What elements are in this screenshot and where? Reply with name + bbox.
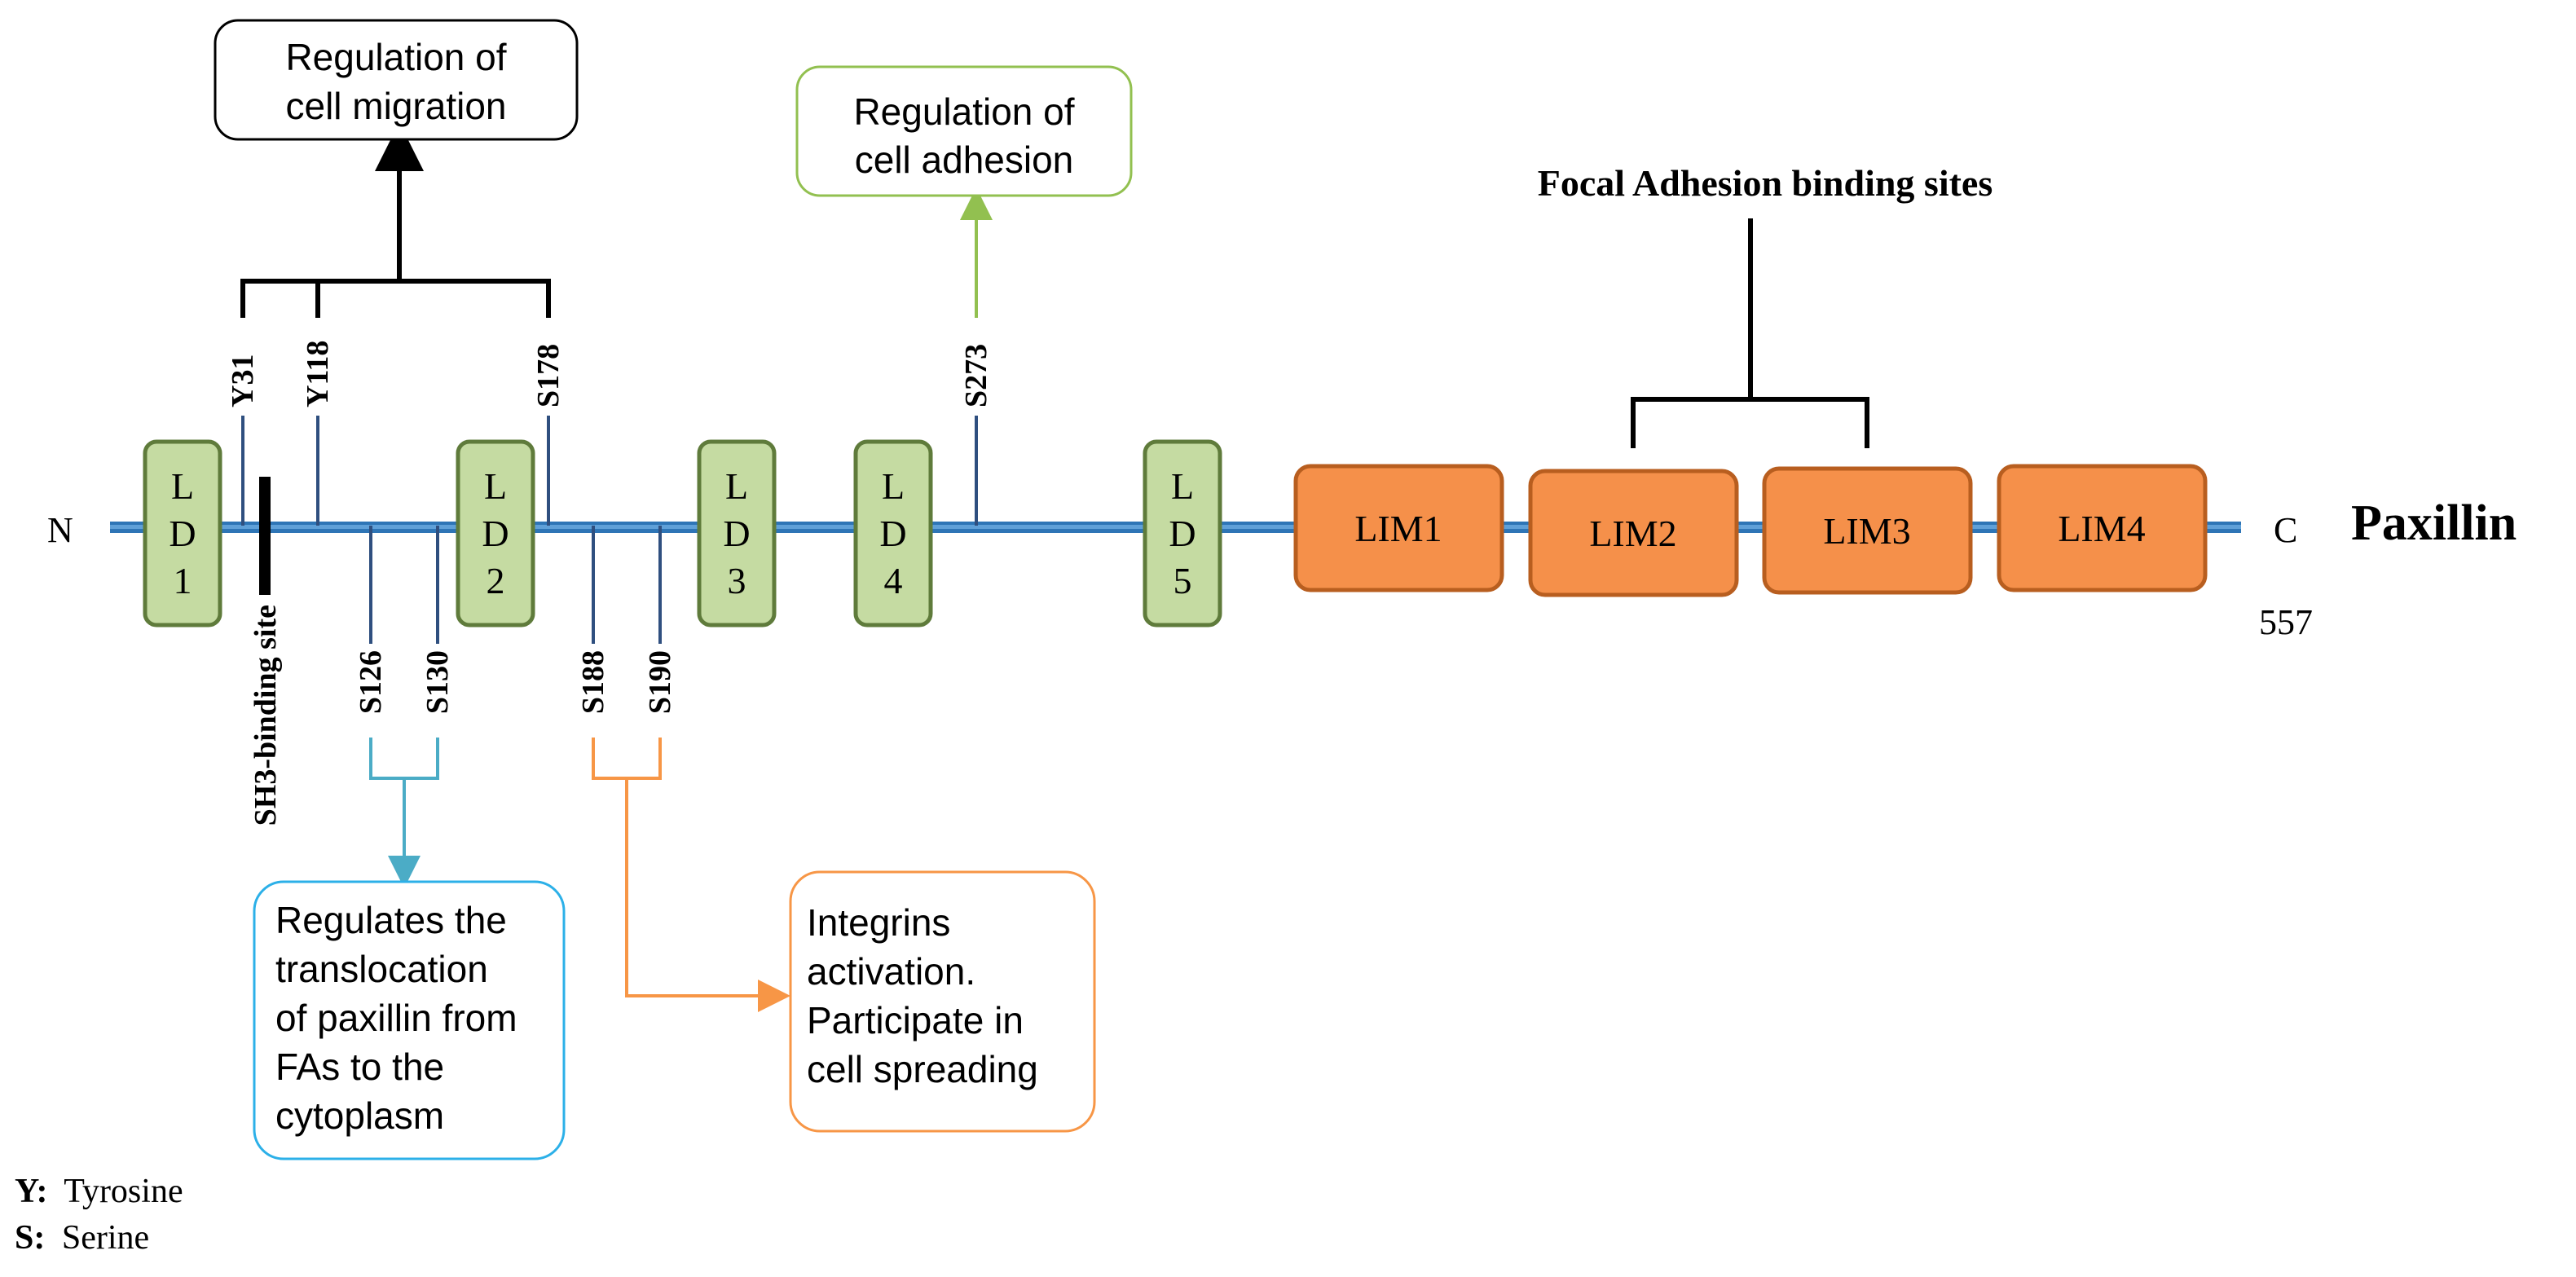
n-terminus-label: N	[47, 510, 73, 550]
regulation-of-cell-migration-box: Regulation of cell migration	[214, 19, 579, 141]
svg-text:L: L	[725, 465, 748, 507]
lim-domain-2: LIM2	[1528, 469, 1739, 597]
svg-text:L: L	[171, 465, 194, 507]
svg-text:D: D	[1169, 513, 1196, 554]
svg-text:of paxillin from: of paxillin from	[275, 997, 517, 1039]
svg-text:LIM1: LIM1	[1354, 508, 1442, 549]
svg-text:LIM2: LIM2	[1589, 513, 1676, 554]
ld-motif-1: L D 1	[143, 439, 222, 627]
translocation-connector	[369, 738, 439, 888]
svg-text:Integrins: Integrins	[807, 901, 950, 944]
translocation-box: Regulates the translocation of paxillin …	[253, 880, 566, 1160]
site-label-s126: S126	[354, 650, 388, 714]
integrins-activation-box: Integrins activation. Participate in cel…	[789, 870, 1096, 1133]
site-label-s273: S273	[959, 344, 993, 407]
svg-text:LIM3: LIM3	[1823, 510, 1910, 552]
c-terminus-label: C	[2274, 510, 2297, 550]
protein-length: 557	[2259, 602, 2313, 642]
site-label-y31: Y31	[226, 354, 260, 407]
svg-text:5: 5	[1174, 560, 1192, 601]
svg-text:cell migration: cell migration	[286, 85, 507, 127]
svg-text:L: L	[1171, 465, 1194, 507]
legend: Y: Tyrosine S: Serine	[15, 1173, 183, 1257]
legend-tyrosine: Y: Tyrosine	[15, 1173, 183, 1210]
regulation-of-cell-adhesion-box: Regulation of cell adhesion	[795, 65, 1133, 197]
integrins-connector	[592, 738, 790, 1012]
svg-text:Participate in: Participate in	[807, 999, 1024, 1041]
svg-text:L: L	[484, 465, 507, 507]
svg-text:cytoplasm: cytoplasm	[275, 1094, 444, 1137]
site-label-s188: S188	[576, 650, 610, 714]
svg-text:D: D	[723, 513, 750, 554]
lim-domain-1: LIM1	[1293, 464, 1504, 592]
svg-text:activation.: activation.	[807, 950, 975, 993]
sh3-binding-site-label: SH3-binding site	[249, 605, 283, 826]
ld-motif-5: L D 5	[1143, 439, 1222, 627]
site-label-s190: S190	[643, 650, 677, 714]
lim-domain-4: LIM4	[1997, 464, 2208, 592]
svg-text:L: L	[882, 465, 905, 507]
protein-name: Paxillin	[2351, 495, 2517, 551]
svg-text:cell spreading: cell spreading	[807, 1048, 1038, 1090]
focal-adhesion-title: Focal Adhesion binding sites	[1538, 162, 1993, 204]
svg-text:cell adhesion: cell adhesion	[855, 139, 1074, 181]
svg-text:2: 2	[487, 560, 505, 601]
ld-motif-2: L D 2	[456, 439, 535, 627]
svg-text:D: D	[879, 513, 906, 554]
sh3-binding-site-marker	[259, 477, 271, 595]
svg-text:3: 3	[728, 560, 746, 601]
lim-domain-3: LIM3	[1762, 466, 1973, 595]
svg-text:D: D	[482, 513, 509, 554]
svg-text:Regulation of: Regulation of	[285, 36, 506, 78]
svg-text:Regulates the: Regulates the	[275, 899, 507, 941]
lower-site-ticks	[369, 526, 662, 644]
focal-adhesion-bracket	[1631, 218, 1869, 448]
ld-motif-3: L D 3	[697, 439, 777, 627]
svg-text:FAs to the: FAs to the	[275, 1046, 444, 1088]
site-label-s130: S130	[421, 650, 455, 714]
site-label-y118: Y118	[301, 341, 335, 407]
svg-text:4: 4	[884, 560, 903, 601]
ld-motif-4: L D 4	[853, 439, 933, 627]
svg-text:translocation: translocation	[275, 948, 488, 990]
svg-text:1: 1	[174, 560, 192, 601]
svg-text:Regulation of: Regulation of	[853, 90, 1074, 133]
site-label-s178: S178	[531, 344, 566, 407]
svg-text:D: D	[169, 513, 196, 554]
svg-text:LIM4: LIM4	[2058, 508, 2145, 549]
legend-serine: S: Serine	[15, 1219, 149, 1257]
migration-bracket	[240, 122, 551, 318]
upper-site-ticks	[241, 416, 978, 526]
